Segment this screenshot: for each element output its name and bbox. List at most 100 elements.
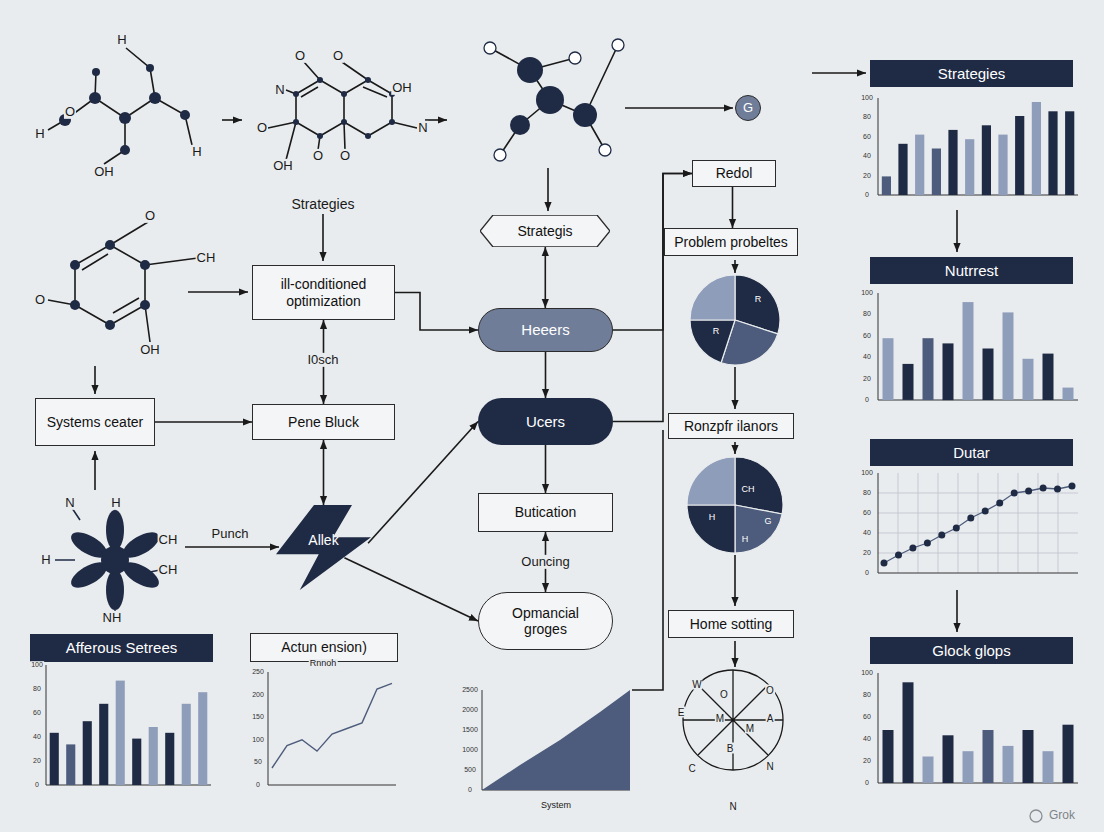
drawing-part	[317, 133, 323, 139]
charts	[46, 98, 1078, 790]
process-box: Problem probeltes	[664, 228, 798, 256]
drawing-part	[734, 260, 736, 273]
node-text: Actun ension)	[281, 639, 367, 655]
chart-bar	[66, 744, 75, 785]
axis-tick: 0	[255, 781, 261, 789]
connector-arrow	[732, 187, 734, 228]
drawing-part	[293, 91, 299, 97]
axis-tick: 40	[862, 529, 872, 537]
grid-line	[958, 473, 959, 573]
text-label: H	[40, 553, 51, 567]
process-box: Butication	[478, 493, 613, 532]
process-box: Systems ceater	[35, 398, 155, 446]
area-fill	[482, 690, 630, 790]
text-label: H	[191, 145, 202, 159]
axis-tick: 0	[864, 396, 870, 404]
circle-node: G	[735, 95, 761, 121]
chart-dot	[1011, 490, 1018, 497]
process-box: Redol	[692, 160, 776, 187]
drawing-part	[536, 86, 564, 114]
layout-arrows	[95, 73, 957, 667]
text-label: Strategies	[290, 197, 355, 212]
connector-arrow	[395, 293, 478, 331]
text-label: N	[64, 496, 75, 510]
chart-dot	[1040, 485, 1047, 492]
chart-bar	[182, 704, 191, 785]
text-label: R	[712, 327, 721, 337]
chart-bar	[50, 733, 59, 785]
chart-bar	[965, 139, 974, 195]
chart-bar	[932, 149, 941, 196]
chart-dot	[996, 500, 1003, 507]
chart-bar	[1003, 746, 1014, 783]
chart-dot	[953, 525, 960, 532]
grid-line	[878, 553, 1078, 554]
chart-bar	[198, 692, 207, 785]
chart-bar	[915, 135, 924, 196]
axis-tick: 500	[463, 766, 477, 774]
drawing-part	[517, 57, 543, 83]
grid-line	[918, 473, 919, 573]
grid-line	[998, 473, 999, 573]
chart-axis	[878, 293, 1078, 400]
chart-bar	[116, 681, 125, 785]
pill-node: Heeers	[478, 308, 613, 352]
text-label: W	[691, 679, 702, 690]
drawing-part	[89, 92, 101, 104]
text-label: CH	[196, 251, 217, 265]
node-text: Dutar	[953, 444, 990, 461]
drawing-part	[573, 103, 597, 127]
text-label: O	[294, 49, 306, 63]
process-box: Home sotting	[668, 610, 794, 638]
text-label: H	[708, 513, 717, 523]
text-label: CH	[158, 563, 179, 577]
chart-bar	[903, 364, 914, 400]
axis-tick: 40	[862, 353, 872, 361]
drawing-part	[140, 260, 150, 270]
node-text: Systems ceater	[47, 414, 143, 430]
text-label: O	[64, 105, 76, 119]
chart-bar	[165, 733, 174, 785]
chart-bar	[1048, 111, 1057, 195]
drawing-part	[106, 570, 124, 610]
chart-bar	[943, 343, 954, 400]
chart-dot	[1025, 488, 1032, 495]
drawing-part	[599, 144, 611, 156]
chart-dot	[982, 508, 989, 515]
axis-tick: 100	[30, 661, 44, 669]
node-text: Strategis	[517, 223, 572, 239]
chart-bar	[882, 176, 891, 195]
axis-tick: 20	[862, 172, 872, 180]
axis-tick: 20	[32, 757, 42, 765]
drawing-part	[510, 115, 530, 135]
drawing-part	[101, 546, 129, 574]
lightning-shape: Allek	[276, 505, 371, 590]
drawing-part	[180, 110, 190, 120]
text-label: Punch	[211, 527, 250, 541]
chart-axis	[878, 473, 1078, 573]
axis-tick: 80	[862, 114, 872, 122]
chart-bar	[1065, 111, 1074, 195]
chart-bar	[998, 135, 1007, 196]
drawing-part	[734, 555, 736, 606]
text-label: G	[763, 517, 772, 527]
chart-bar	[149, 727, 158, 785]
text-label: N	[417, 121, 428, 135]
connector-arrow	[344, 558, 478, 621]
drawing-part	[317, 77, 323, 83]
node-text: Ronzpfr ilanors	[684, 418, 778, 434]
chart-bar	[1063, 725, 1074, 783]
text-label: O	[312, 149, 324, 163]
drawing-part	[140, 300, 150, 310]
star-molecule	[55, 505, 163, 612]
axis-tick: 40	[32, 733, 42, 741]
banner-box: Glock glops	[870, 637, 1073, 664]
chart-dot	[895, 552, 902, 559]
axis-tick: 200	[251, 691, 265, 699]
text-label: OH	[272, 159, 294, 173]
pie-slice	[687, 505, 735, 553]
chart-bar	[943, 735, 954, 783]
drawing-part	[119, 112, 131, 124]
chart-bar	[898, 144, 907, 195]
text-label: H	[741, 535, 750, 545]
